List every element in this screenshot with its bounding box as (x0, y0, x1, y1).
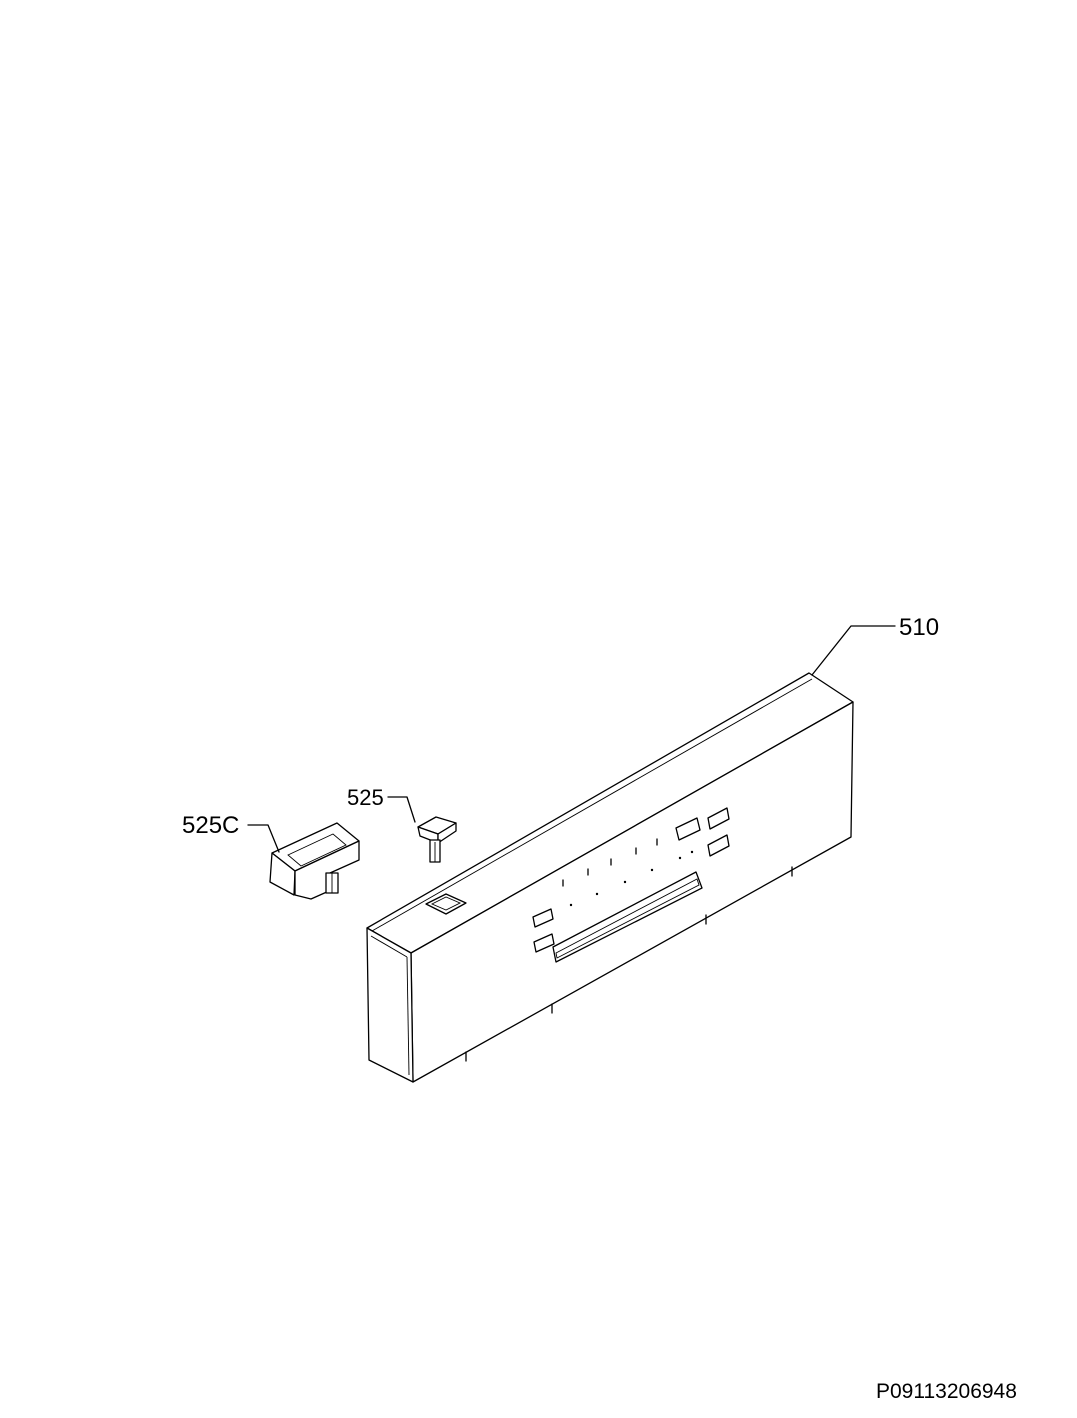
leader-lines (247, 625, 896, 853)
drawing-number: P09113206948 (876, 1380, 1017, 1403)
callout-510: 510 (899, 614, 940, 641)
mounting-tabs (465, 866, 793, 1062)
button-opening (425, 893, 467, 915)
right-button-slots (675, 807, 730, 857)
display-window (552, 871, 703, 963)
control-panel-510 (366, 672, 854, 1083)
callout-525: 525 (347, 785, 384, 810)
indicator-marks (562, 838, 694, 907)
leader-525 (387, 796, 416, 823)
callout-525c: 525C (182, 812, 240, 839)
button-holder-525c (269, 822, 360, 900)
push-button-525 (417, 816, 457, 863)
left-button-slots (532, 908, 555, 953)
leader-525c (247, 824, 280, 853)
leader-510 (811, 625, 896, 676)
